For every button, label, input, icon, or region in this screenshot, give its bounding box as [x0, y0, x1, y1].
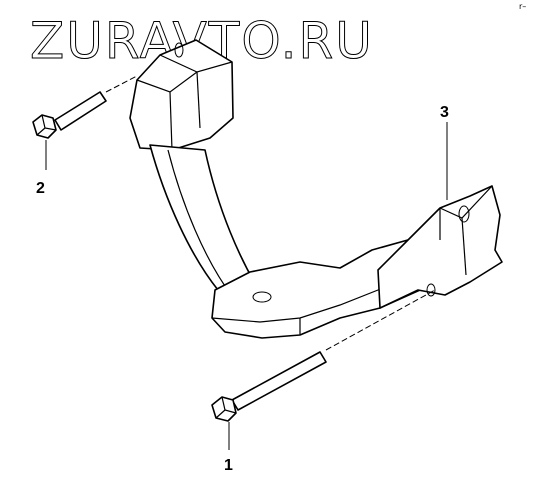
corner-mark: r– — [519, 2, 526, 11]
callout-1: 1 — [224, 457, 233, 474]
bolt-1 — [211, 351, 327, 422]
mounting-bracket — [129, 39, 503, 339]
bolt-2 — [32, 91, 107, 139]
callout-2: 2 — [36, 180, 45, 197]
callout-3: 3 — [440, 104, 449, 121]
leader-lines — [45, 75, 448, 450]
